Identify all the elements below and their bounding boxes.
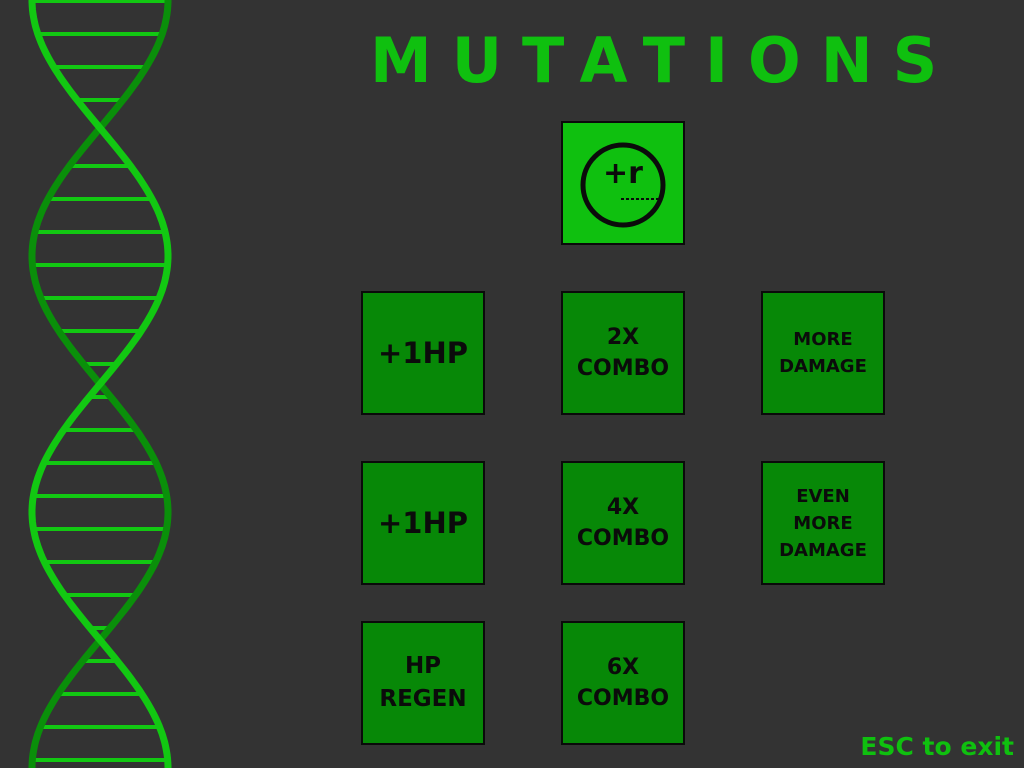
mutation-more-damage-button[interactable]: MORE DAMAGE [761, 291, 885, 415]
root-mutation-label: +r [603, 156, 643, 191]
mutation-hp-2-label: +1HP [377, 506, 468, 540]
mutation-even-more-damage-label: EVEN MORE DAMAGE [779, 485, 867, 561]
root-mutation-button[interactable]: +r [561, 121, 685, 245]
mutation-combo-2x-label: 2X COMBO [576, 325, 670, 381]
mutation-combo-6x-button[interactable]: 6X COMBO [561, 621, 685, 745]
exit-hint: ESC to exit [860, 732, 1014, 761]
page-title: MUTATIONS [370, 24, 958, 97]
mutation-hp-regen-button[interactable]: HP REGEN [361, 621, 485, 745]
root-mutation-icon: +r [580, 142, 666, 228]
mutation-hp-1-label: +1HP [377, 336, 468, 370]
mutation-hp-regen-label: HP REGEN [379, 653, 467, 712]
mutation-combo-4x-button[interactable]: 4X COMBO [561, 461, 685, 585]
dna-strand-light [28, 0, 172, 768]
mutation-more-damage-label: MORE DAMAGE [779, 329, 867, 377]
mutation-hp-2-button[interactable]: +1HP [361, 461, 485, 585]
mutation-combo-2x-button[interactable]: 2X COMBO [561, 291, 685, 415]
mutation-even-more-damage-button[interactable]: EVEN MORE DAMAGE [761, 461, 885, 585]
mutation-combo-4x-label: 4X COMBO [576, 495, 670, 551]
mutation-hp-1-button[interactable]: +1HP [361, 291, 485, 415]
dna-helix-icon [28, 0, 172, 768]
mutation-combo-6x-label: 6X COMBO [576, 655, 670, 711]
